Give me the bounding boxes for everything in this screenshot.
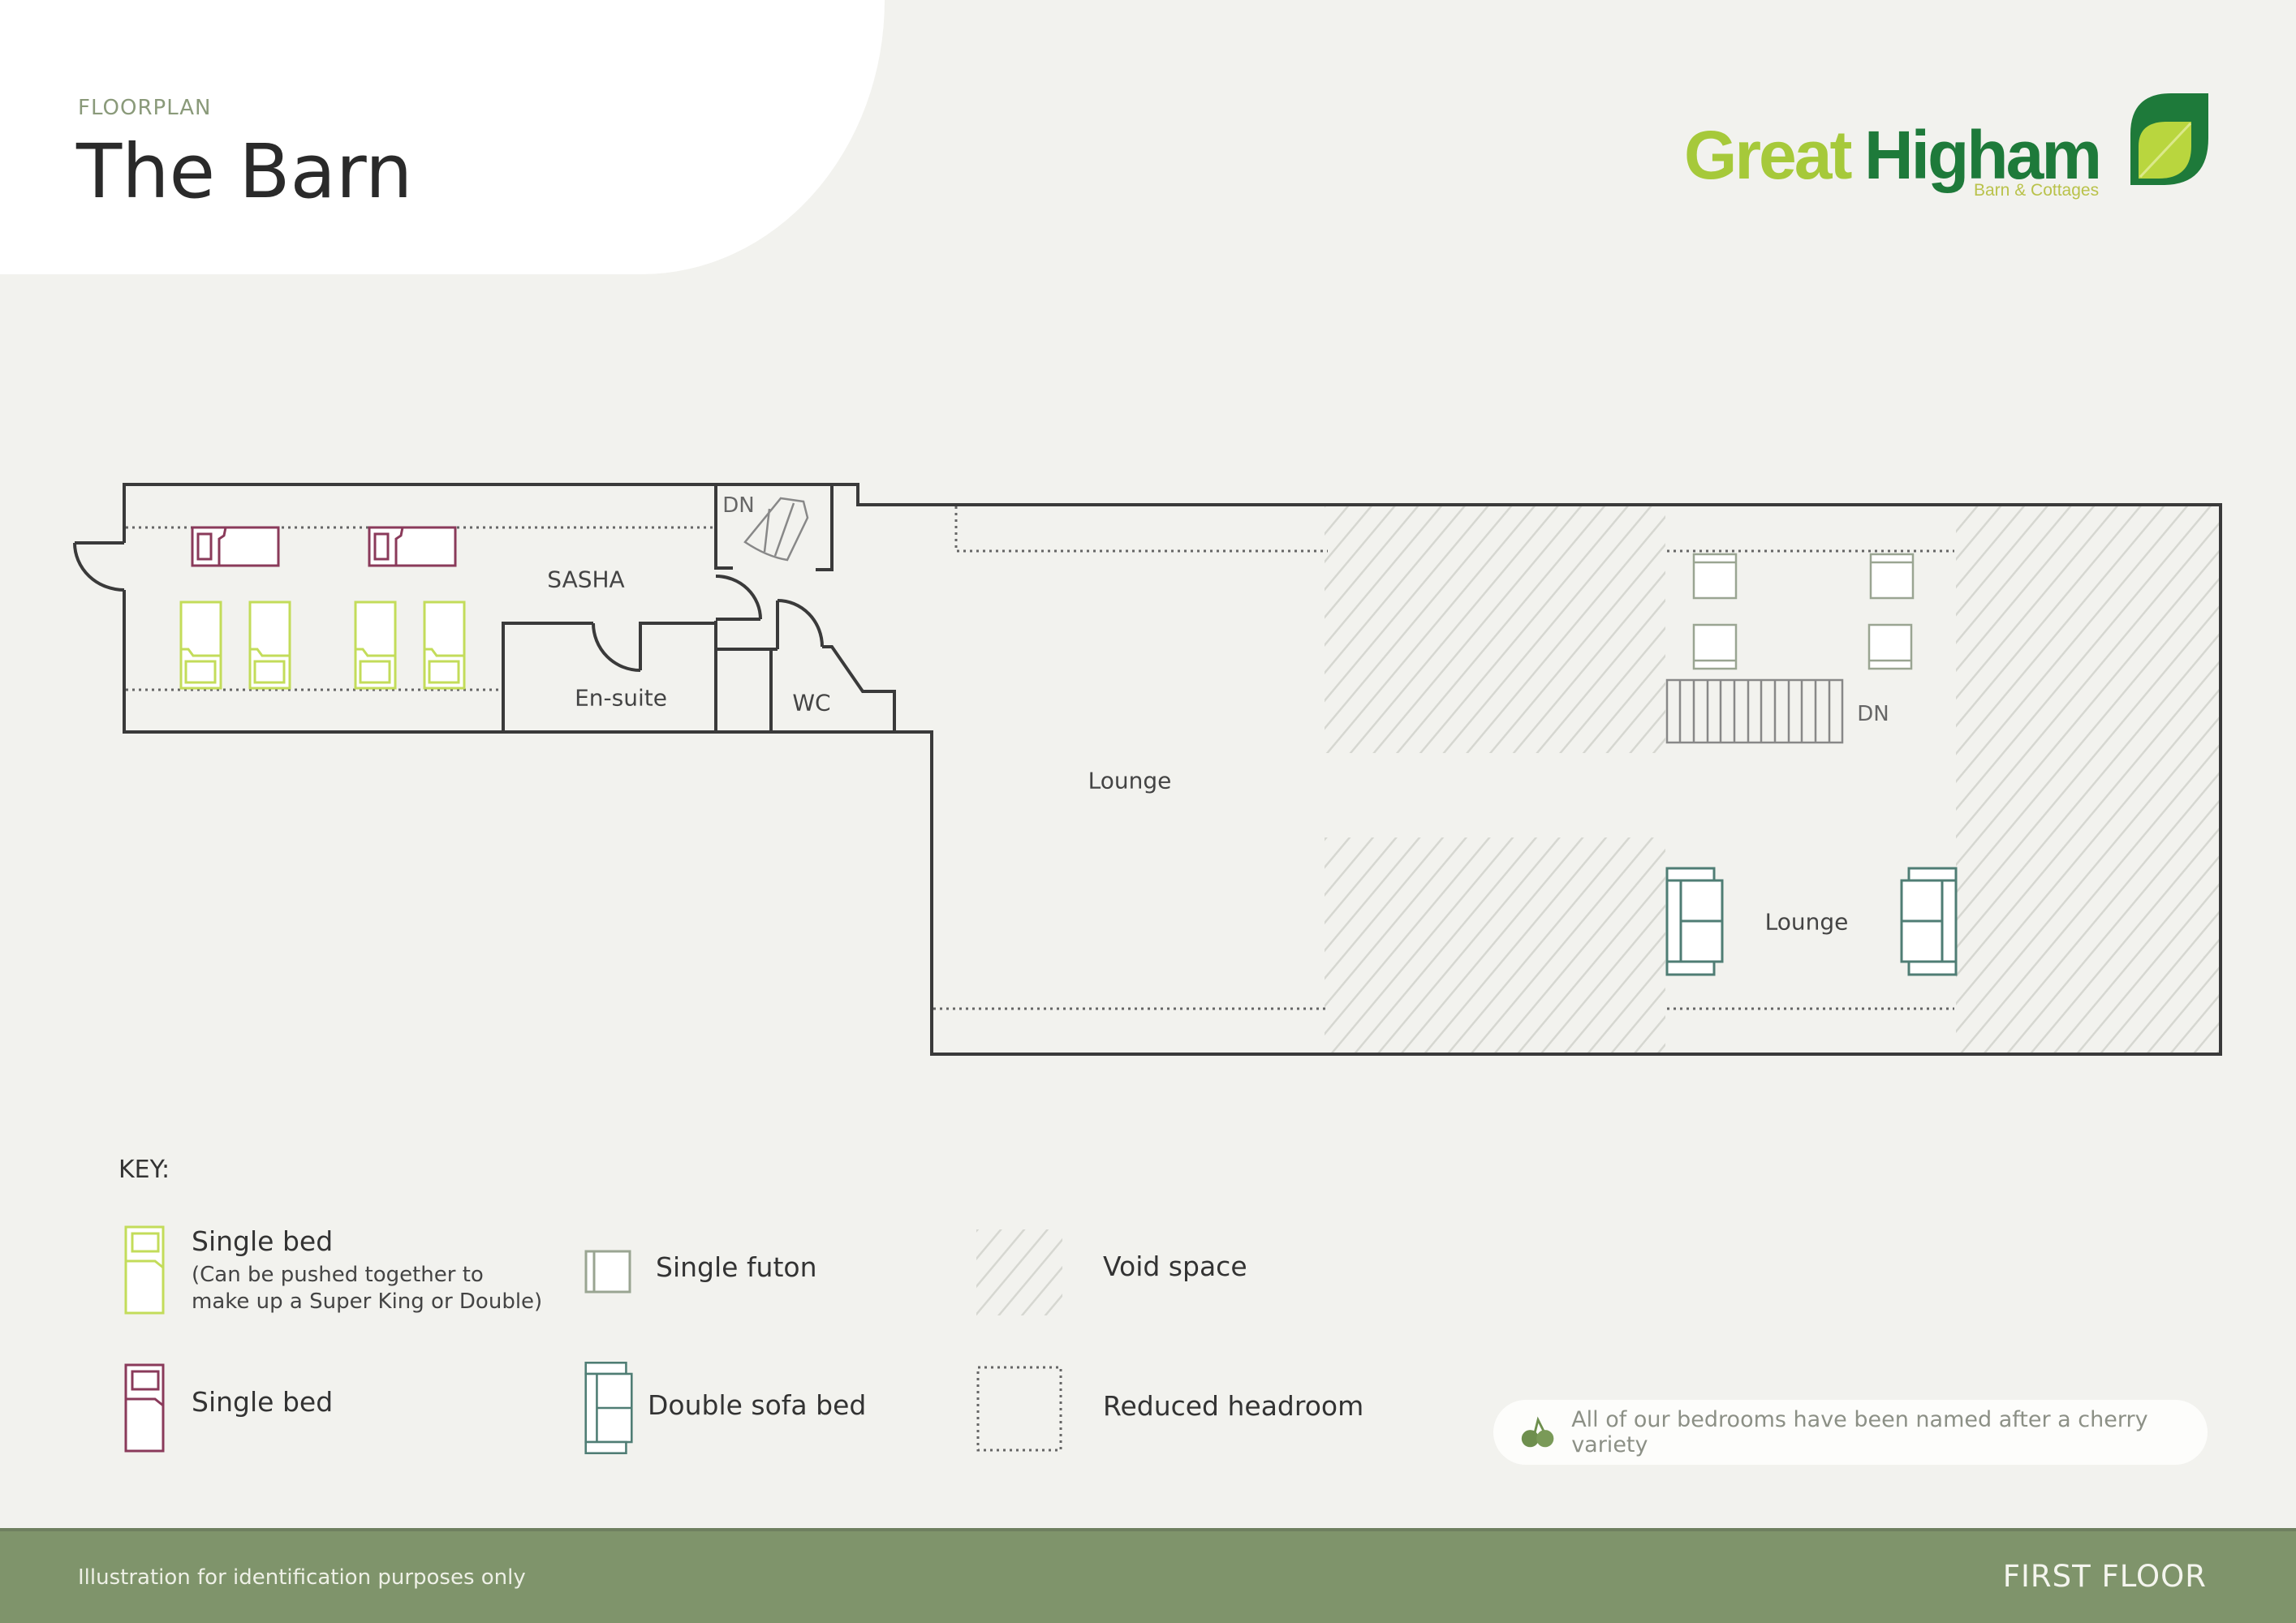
key-item-reduced-headroom: Reduced headroom — [976, 1366, 1363, 1452]
stair-label-down-top: DN — [722, 493, 755, 518]
footer-disclaimer: Illustration for identification purposes… — [78, 1565, 526, 1590]
logo-word-higham: Higham — [1864, 117, 2102, 193]
key-label: Double sofa bed — [648, 1389, 867, 1421]
reduced-headroom-lines — [126, 506, 1954, 1010]
key-note-line1: (Can be pushed together to — [192, 1263, 484, 1287]
room-label-sasha: SASHA — [547, 566, 625, 593]
green-single-beds — [179, 601, 466, 690]
room-label-ensuite: En-suite — [575, 684, 667, 712]
double-sofa-bed-icon — [584, 1362, 633, 1454]
brand-logo: Great Higham Barn & Cottages — [1684, 85, 2212, 207]
single-futon-icon — [584, 1250, 631, 1294]
page-eyebrow: FLOORPLAN — [78, 96, 212, 120]
key-item-single-bed-pink: Single bed — [120, 1363, 333, 1453]
floor-label: FIRST FLOOR — [2002, 1559, 2207, 1594]
room-label-wc: WC — [792, 689, 831, 717]
page-title: The Barn — [76, 128, 413, 215]
key-label: Reduced headroom — [1103, 1390, 1364, 1422]
reduced-headroom-icon — [976, 1366, 1062, 1452]
void-space-areas — [1325, 506, 2219, 1053]
straight-stair — [1665, 678, 1844, 744]
single-futons — [1692, 553, 1915, 670]
key-title: KEY: — [118, 1156, 170, 1184]
header-card: FLOORPLAN The Barn — [0, 0, 885, 274]
single-bed-green-icon — [124, 1225, 165, 1315]
key-label: Single bed — [192, 1386, 334, 1418]
footer-bar: Illustration for identification purposes… — [0, 1528, 2296, 1623]
key-label: Void space — [1103, 1251, 1247, 1282]
key-item-void-space: Void space — [976, 1229, 1247, 1315]
cherry-note: All of our bedrooms have been named afte… — [1493, 1400, 2208, 1465]
pink-single-beds — [191, 526, 457, 567]
key-item-single-bed-green: Single bed (Can be pushed together to ma… — [120, 1225, 542, 1315]
stair-label-down-right: DN — [1857, 702, 1889, 726]
cherry-note-text: All of our bedrooms have been named afte… — [1571, 1407, 2148, 1457]
logo-subtitle: Barn & Cottages — [1974, 181, 2100, 200]
logo-word-great: Great — [1684, 117, 1852, 193]
key-item-double-sofa-bed: Double sofa bed — [584, 1354, 866, 1462]
room-label-lounge-main: Lounge — [1088, 767, 1172, 794]
void-space-icon — [976, 1229, 1062, 1315]
leaf-icon — [2130, 93, 2208, 185]
key-label: Single futon — [656, 1251, 817, 1283]
room-label-lounge-right: Lounge — [1764, 908, 1849, 936]
single-bed-pink-icon — [124, 1363, 165, 1453]
key-note-line2: make up a Super King or Double) — [192, 1289, 543, 1314]
key-item-single-futon: Single futon — [584, 1250, 817, 1295]
cherry-icon — [1521, 1416, 1554, 1448]
key-label: Single bed — [192, 1225, 334, 1257]
